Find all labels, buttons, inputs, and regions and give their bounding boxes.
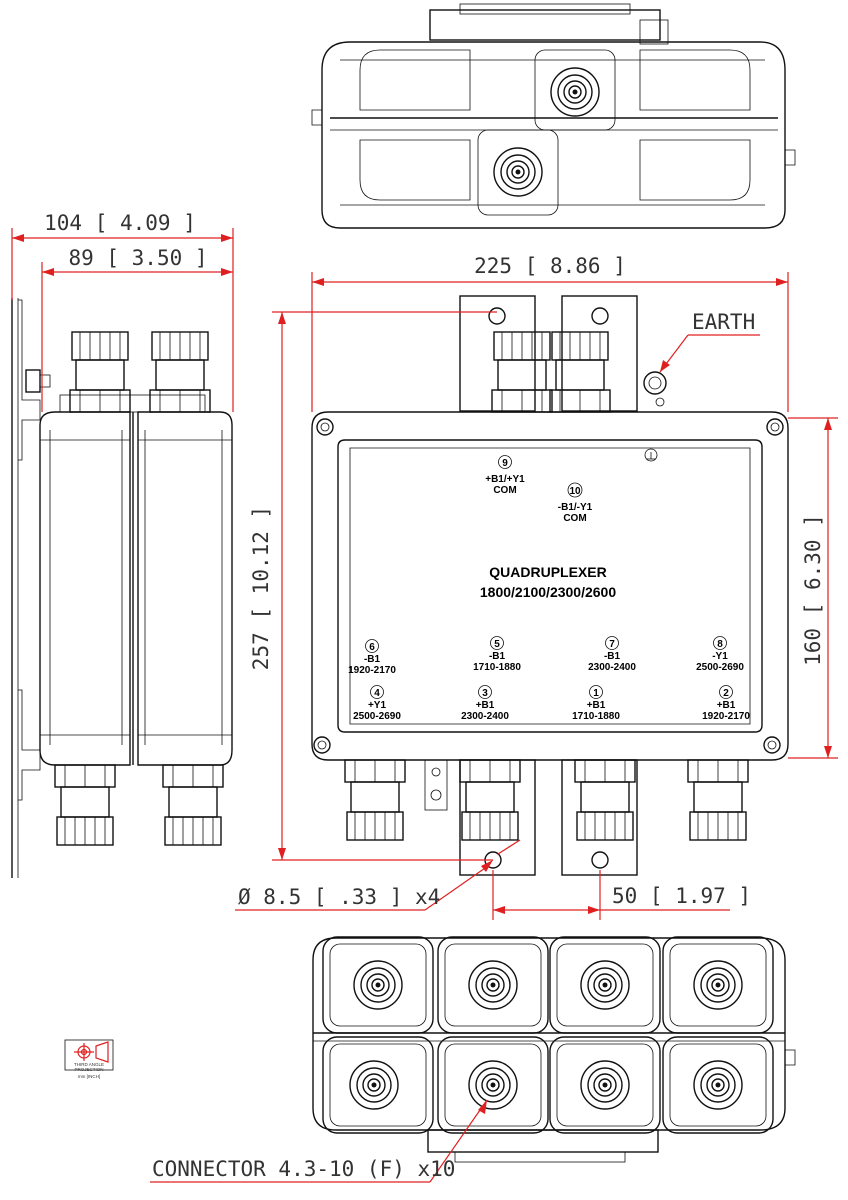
port-6-number: 6 (369, 642, 375, 653)
port-1-detail: 1710-1880 (572, 711, 620, 722)
product-name: QUADRUPLEXER (489, 564, 606, 580)
port-1-name: +B1 (587, 700, 606, 711)
port-8-number: 8 (717, 639, 723, 650)
dimension-lines (11, 228, 838, 1183)
port-1: 1 +B1 1710-1880 (572, 685, 620, 722)
port-4-name: +Y1 (368, 700, 387, 711)
connector-callout: CONNECTOR 4.3-10 (F) x10 (152, 1157, 455, 1181)
port-7-detail: 2300-2400 (588, 662, 636, 673)
port-9: 9 +B1/+Y1 COM (485, 455, 525, 496)
port-5-number: 5 (494, 639, 500, 650)
dim-overall-depth: 104 [ 4.09 ] (44, 211, 196, 235)
port-4-detail: 2500-2690 (353, 711, 401, 722)
port-10-number: 10 (569, 486, 581, 497)
port-9-name: +B1/+Y1 (485, 474, 525, 485)
port-2: 2 +B1 1920-2170 (702, 685, 750, 722)
port-8-name: -Y1 (712, 651, 728, 662)
port-5-name: -B1 (489, 651, 506, 662)
port-2-name: +B1 (717, 700, 736, 711)
port-5: 5 -B1 1710-1880 (473, 636, 521, 673)
port-labels: 9 +B1/+Y1 COM 10 -B1/-Y1 COM QUADRUPLEXE… (348, 455, 750, 722)
top-view (311, 3, 796, 229)
port-3: 3 +B1 2300-2400 (461, 685, 509, 722)
port-10: 10 -B1/-Y1 COM (558, 482, 593, 524)
port-9-detail: COM (493, 485, 516, 496)
port-5-detail: 1710-1880 (473, 662, 521, 673)
port-6-name: -B1 (364, 654, 381, 665)
projection-line1: THIRD ANGLE (74, 1062, 104, 1067)
dim-overall-width: 225 [ 8.86 ] (474, 254, 626, 278)
port-2-detail: 1920-2170 (702, 711, 750, 722)
port-7-number: 7 (609, 639, 615, 650)
port-8: 8 -Y1 2500-2690 (696, 636, 744, 673)
port-3-name: +B1 (476, 700, 495, 711)
port-4-number: 4 (374, 688, 380, 699)
port-1-number: 1 (593, 688, 599, 699)
port-7: 7 -B1 2300-2400 (588, 636, 636, 673)
dim-overall-height: 257 [ 10.12 ] (249, 506, 273, 670)
port-10-detail: COM (563, 513, 586, 524)
product-bands: 1800/2100/2300/2600 (480, 584, 616, 600)
projection-symbol: THIRD ANGLE PROJECTION mm [INCH] (64, 1039, 114, 1079)
port-10-name: -B1/-Y1 (558, 502, 593, 513)
port-6-detail: 1920-2170 (348, 665, 396, 676)
front-view (311, 295, 789, 876)
projection-units: mm [INCH] (78, 1074, 100, 1079)
projection-line2: PROJECTION (74, 1067, 103, 1072)
bottom-view (312, 936, 796, 1163)
dim-body-height: 160 [ 6.30 ] (801, 514, 825, 666)
port-3-number: 3 (482, 688, 488, 699)
port-3-detail: 2300-2400 (461, 711, 509, 722)
dim-hole-diameter: Ø 8.5 [ .33 ] x4 (238, 885, 440, 909)
port-8-detail: 2500-2690 (696, 662, 744, 673)
port-7-name: -B1 (604, 651, 621, 662)
port-2-number: 2 (723, 688, 729, 699)
port-6: 6 -B1 1920-2170 (348, 639, 396, 676)
dim-bracket-pitch: 50 [ 1.97 ] (612, 884, 751, 908)
dimension-labels: 104 [ 4.09 ] 89 [ 3.50 ] 225 [ 8.86 ] 25… (44, 211, 825, 1181)
side-view (11, 298, 233, 878)
port-4: 4 +Y1 2500-2690 (353, 685, 401, 722)
port-9-number: 9 (502, 458, 508, 469)
dim-body-depth: 89 [ 3.50 ] (68, 246, 207, 270)
earth-callout: EARTH (692, 310, 755, 334)
